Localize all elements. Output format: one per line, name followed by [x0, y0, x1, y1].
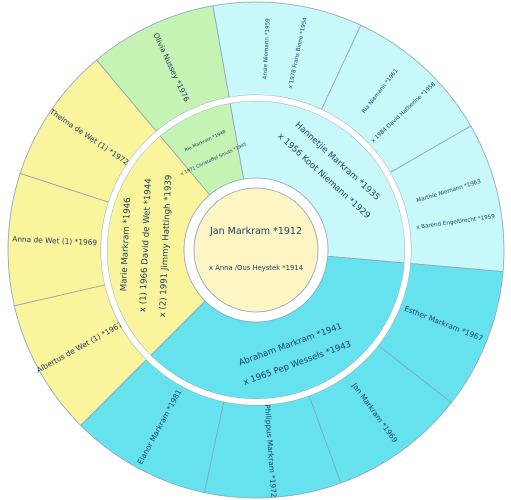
center-person-name: Jan Markram *1912 [209, 226, 302, 237]
ring-separator [184, 178, 328, 322]
ring-separator [101, 95, 411, 405]
child-hannetjie-markram-1935-segment[interactable] [229, 100, 406, 264]
center-circle [193, 187, 319, 313]
child-abraham-markram-1941-segment[interactable] [150, 255, 405, 400]
grandchild-ansie-niemann-1959-label: Ansie Niemann *1959 [262, 18, 271, 80]
center-person: Jan Markram *1912 x Anna /Ous Heystek *1… [193, 187, 319, 313]
child-ria-markram-1948-segment[interactable] [159, 102, 244, 196]
child-marie-markram-1946-label: Marie Markram *1946 [119, 197, 133, 291]
center-person-spouse: x Anna /Ous Heystek *1914 [209, 264, 303, 272]
grandchild-anna-de-wet-1-1969-label: Anna de Wet (1) *1969 [12, 234, 97, 247]
grandchild-olivia-nussey-1976-segment[interactable] [96, 5, 230, 132]
child-marie-markram-1946-segment[interactable] [106, 135, 211, 356]
